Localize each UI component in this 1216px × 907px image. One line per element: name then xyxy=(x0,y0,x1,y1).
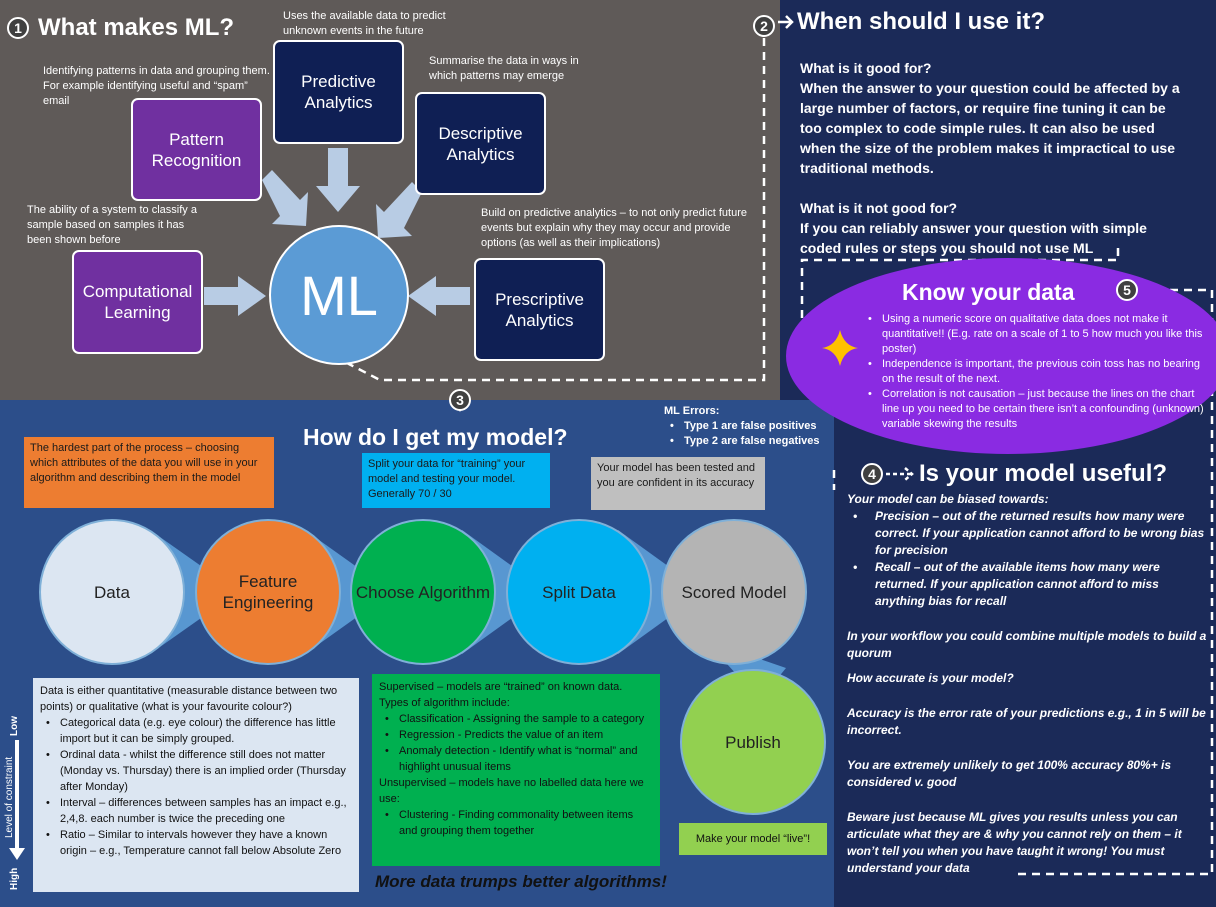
data-type-item: Interval – differences between samples h… xyxy=(40,795,352,827)
error-item: Type 2 are false negatives xyxy=(664,434,839,449)
sparkle-icon xyxy=(822,330,858,366)
arrow-computational-to-ml xyxy=(204,276,266,316)
when-heading: When should I use it? xyxy=(797,8,1045,35)
bad-answer: If you can reliably answer your question… xyxy=(800,220,1147,256)
step-data-circle: Data xyxy=(39,519,185,665)
axis-low: Low xyxy=(9,716,20,736)
arrow-descriptive-to-ml xyxy=(376,182,422,238)
section-1-badge: 1 xyxy=(7,17,29,39)
know-heading: Know your data xyxy=(902,279,1075,305)
prescriptive-analytics-box: Prescriptive Analytics xyxy=(474,258,605,361)
supervised-item: Anomaly detection - Identify what is “no… xyxy=(379,743,653,775)
step-scored-model-circle: Scored Model xyxy=(661,519,807,665)
predictive-desc: Uses the available data to predict unkno… xyxy=(283,10,446,37)
step-publish-circle: Publish xyxy=(680,669,826,815)
section-4-badge: 4 xyxy=(861,463,883,485)
bias-item: Recall – out of the available items how … xyxy=(847,559,1207,610)
note-split-data: Split your data for “training” your mode… xyxy=(362,453,550,508)
accuracy-text: Accuracy is the error rate of your predi… xyxy=(847,706,1206,737)
computational-learning-box: Computational Learning xyxy=(72,250,203,354)
prescriptive-label: Prescriptive Analytics xyxy=(495,289,584,330)
ml-heading: What makes ML? xyxy=(38,14,235,41)
section-3-badge: 3 xyxy=(449,389,471,411)
pattern-desc: Identifying patterns in data and groupin… xyxy=(43,65,270,107)
constraint-axis-line xyxy=(15,740,19,850)
computational-label: Computational Learning xyxy=(82,282,193,322)
know-bullets: Using a numeric score on qualitative dat… xyxy=(862,312,1207,432)
arrow-predictive-to-ml xyxy=(316,148,360,212)
algorithm-types-title: Types of algorithm include: xyxy=(379,697,510,709)
step-label: Split Data xyxy=(542,582,616,602)
know-bullet: Correlation is not causation – just beca… xyxy=(862,387,1207,432)
section-2-badge: 2 xyxy=(753,15,775,37)
know-bullet: Using a numeric score on qualitative dat… xyxy=(862,312,1207,357)
when-body: What is it good for? When the answer to … xyxy=(800,58,1185,258)
good-answer: When the answer to your question could b… xyxy=(800,80,1180,176)
note-scored-model: Your model has been tested and you are c… xyxy=(591,457,765,510)
supervised-item: Regression - Predicts the value of an it… xyxy=(379,727,653,743)
data-type-item: Categorical data (e.g. eye colour) the d… xyxy=(40,715,352,747)
useful-body: Your model can be biased towards: Precis… xyxy=(847,491,1207,877)
bad-question: What is it not good for? xyxy=(800,200,958,216)
useful-panel xyxy=(834,400,1216,907)
ml-errors: ML Errors: Type 1 are false positives Ty… xyxy=(664,404,839,449)
ml-center-circle: ML xyxy=(269,225,409,365)
useful-heading: Is your model useful? xyxy=(919,460,1168,487)
dash-5-right xyxy=(1014,288,1214,876)
beware-text: Beware just because ML gives you results… xyxy=(847,810,1182,875)
slogan: More data trumps better algorithms! xyxy=(375,872,667,891)
predictive-analytics-box: Predictive Analytics xyxy=(273,40,404,144)
predictive-label: Predictive Analytics xyxy=(301,72,376,112)
pattern-recognition-box: Pattern Recognition xyxy=(131,98,262,201)
note-publish: Make your model “live”! xyxy=(679,823,827,855)
step-feature-engineering-circle: Feature Engineering xyxy=(195,519,341,665)
section-5-badge: 5 xyxy=(1116,279,1138,301)
quorum-text: In your workflow you could combine multi… xyxy=(847,629,1207,660)
dash-2-to-5 xyxy=(800,248,1120,320)
arrow-down-icon xyxy=(9,848,25,860)
prescriptive-desc: Build on predictive analytics – to not o… xyxy=(481,207,747,249)
descriptive-label: Descriptive Analytics xyxy=(438,123,523,164)
step-label: Data xyxy=(94,582,130,602)
axis-label: Level of constraint xyxy=(4,756,15,838)
arrow-head-2 xyxy=(778,15,794,29)
know-bullet: Independence is important, the previous … xyxy=(862,357,1207,387)
note-feature-engineering: The hardest part of the process – choosi… xyxy=(24,437,274,508)
descriptive-analytics-box: Descriptive Analytics xyxy=(415,92,546,195)
arrow-prescriptive-to-ml xyxy=(408,276,470,316)
error-item: Type 1 are false positives xyxy=(664,419,839,434)
axis-high: High xyxy=(9,867,20,890)
dash-2-down xyxy=(344,38,766,382)
good-question: What is it good for? xyxy=(800,60,932,76)
data-type-item: Ordinal data - whilst the difference sti… xyxy=(40,747,352,795)
arrow-pattern-to-ml xyxy=(262,170,308,226)
bias-item: Precision – out of the returned results … xyxy=(847,508,1207,559)
data-types-box: Data is either quantitative (measurable … xyxy=(33,678,359,892)
step-choose-algorithm-circle: Choose Algorithm xyxy=(350,519,496,665)
ml-arrows xyxy=(204,148,470,316)
computational-desc: The ability of a system to classify a sa… xyxy=(27,204,197,246)
step-label: Publish xyxy=(725,732,781,752)
ml-center-label: ML xyxy=(300,263,378,327)
step-label: Feature Engineering xyxy=(222,572,314,612)
supervised-intro: Supervised – models are “trained” on kno… xyxy=(379,681,623,693)
errors-title: ML Errors: xyxy=(664,405,720,417)
algorithms-box: Supervised – models are “trained” on kno… xyxy=(372,674,660,866)
step-label: Scored Model xyxy=(681,582,787,602)
pattern-label: Pattern Recognition xyxy=(151,129,242,170)
accuracy-question: How accurate is your model? xyxy=(847,671,1014,685)
descriptive-desc: Summarise the data in ways in which patt… xyxy=(429,55,579,82)
data-type-item: Ratio – Similar to intervals however the… xyxy=(40,827,352,859)
biased-title: Your model can be biased towards: xyxy=(847,492,1049,506)
arrow-head-4 xyxy=(886,467,914,481)
model-heading: How do I get my model? xyxy=(303,424,568,450)
data-intro: Data is either quantitative (measurable … xyxy=(40,685,338,713)
step-label: Choose Algorithm xyxy=(355,582,491,602)
unsupervised-intro: Unsupervised – models have no labelled d… xyxy=(379,777,644,805)
supervised-item: Classification - Assigning the sample to… xyxy=(379,711,653,727)
unsupervised-item: Clustering - Finding commonality between… xyxy=(379,807,653,839)
unlikely-text: You are extremely unlikely to get 100% a… xyxy=(847,758,1172,789)
step-split-data-circle: Split Data xyxy=(506,519,652,665)
